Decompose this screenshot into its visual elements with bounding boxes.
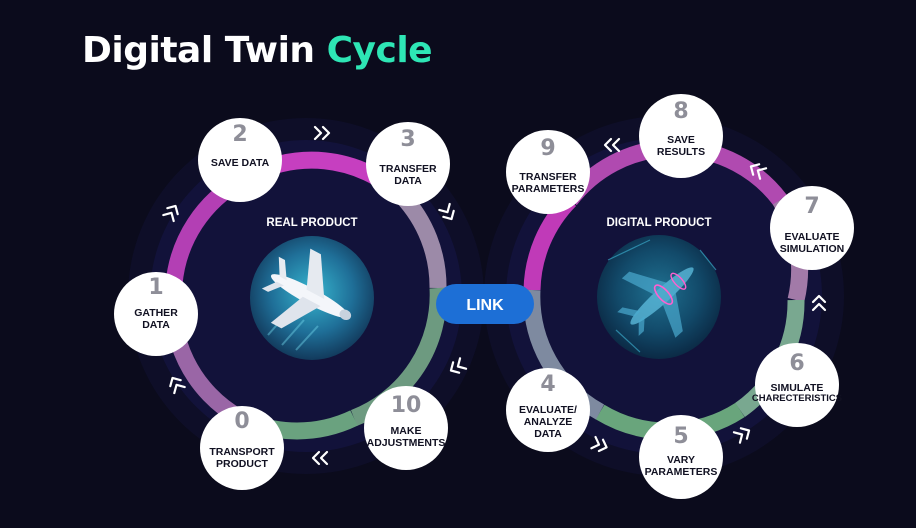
node-number: 3	[400, 127, 415, 152]
node-label: RESULTS	[657, 146, 705, 158]
node-number: 6	[789, 351, 804, 376]
real-product-label: REAL PRODUCT	[266, 217, 357, 229]
real-product-image	[250, 236, 374, 360]
node-label: ADJUSTMENTS	[367, 437, 446, 449]
airplane-icon	[261, 248, 352, 329]
node-label: SAVE	[667, 134, 695, 146]
node-label: MAKE	[391, 425, 422, 437]
digital-product-image	[597, 235, 721, 359]
node-label: ANALYZE	[524, 416, 573, 428]
node-label: DATA	[394, 175, 422, 187]
node-number: 7	[804, 194, 819, 219]
node-number: 0	[234, 409, 249, 434]
title-accent: Cycle	[326, 30, 433, 71]
node-number: 4	[540, 372, 555, 397]
node-number: 2	[232, 122, 247, 147]
link-label: LINK	[466, 297, 504, 314]
node-label: PRODUCT	[216, 458, 269, 470]
node-label: GATHER	[134, 307, 178, 319]
node-label: EVALUATE/	[519, 404, 577, 416]
node-label: CHARECTERISTICS	[752, 393, 842, 404]
node-8-save-results: 8 SAVE RESULTS	[639, 94, 723, 178]
node-10-make-adjustments: 10 MAKE ADJUSTMENTS	[364, 386, 448, 470]
node-label: PARAMETERS	[645, 466, 718, 478]
node-label: SIMULATION	[780, 243, 845, 255]
wireframe-airplane-icon	[617, 267, 694, 338]
node-5-vary-parameters: 5 VARY PARAMETERS	[639, 415, 723, 499]
node-label: SAVE DATA	[211, 157, 270, 169]
node-label: DATA	[142, 319, 170, 331]
node-label: PARAMETERS	[512, 183, 585, 195]
node-number: 5	[673, 424, 688, 449]
node-number: 8	[673, 99, 688, 124]
digital-product-label: DIGITAL PRODUCT	[607, 217, 712, 229]
node-number: 1	[148, 275, 163, 300]
node-3-transfer-data: 3 TRANSFER DATA	[366, 122, 450, 206]
node-label: SIMULATE	[771, 382, 824, 394]
node-9-transfer-parameters: 9 TRANSFER PARAMETERS	[506, 130, 590, 214]
node-label: DATA	[534, 428, 562, 440]
node-1-gather-data: 1 GATHER DATA	[114, 272, 198, 356]
node-2-save-data: 2 SAVE DATA	[198, 118, 282, 202]
title-main: Digital Twin	[82, 30, 315, 71]
node-6-simulate-charecteristics: 6 SIMULATE CHARECTERISTICS	[752, 343, 842, 427]
node-label: TRANSFER	[379, 163, 437, 175]
node-label: EVALUATE	[784, 231, 839, 243]
node-0-transport-product: 0 TRANSPORT PRODUCT	[200, 406, 284, 490]
link-button[interactable]: LINK	[436, 284, 534, 324]
page-title: Digital Twin Cycle	[82, 30, 433, 71]
node-label: TRANSFER	[519, 171, 577, 183]
node-label: VARY	[667, 454, 695, 466]
node-7-evaluate-simulation: 7 EVALUATE SIMULATION	[770, 186, 854, 270]
node-label: TRANSPORT	[209, 446, 275, 458]
node-number: 10	[391, 393, 422, 418]
node-4-evaluate-analyze-data: 4 EVALUATE/ ANALYZE DATA	[506, 368, 590, 452]
node-number: 9	[540, 136, 555, 161]
